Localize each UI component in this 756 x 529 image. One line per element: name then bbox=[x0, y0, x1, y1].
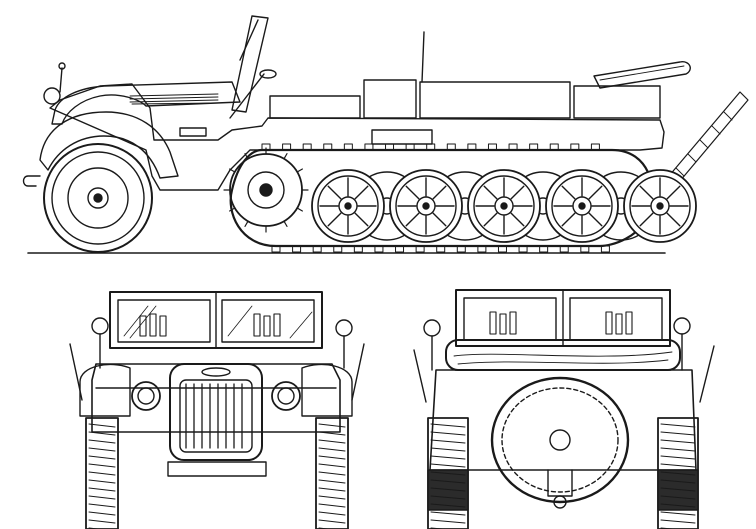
track-link bbox=[343, 143, 353, 151]
track-link bbox=[385, 143, 395, 151]
maker-badge bbox=[201, 367, 231, 377]
folded-canvas-top bbox=[593, 61, 691, 89]
canvas-folds bbox=[453, 351, 673, 365]
track-link bbox=[590, 143, 600, 151]
radiator-grille bbox=[169, 363, 263, 461]
track-link bbox=[426, 143, 436, 151]
rear-body bbox=[429, 369, 697, 471]
front-fender-right bbox=[301, 363, 353, 417]
track-link bbox=[312, 245, 322, 253]
front-windscreen-pane-right bbox=[221, 299, 315, 343]
side-view bbox=[22, 15, 749, 254]
front-marker-pole-right bbox=[351, 343, 365, 401]
rear-seat-backs bbox=[489, 311, 633, 335]
track-link bbox=[436, 245, 446, 253]
side-headlight bbox=[43, 87, 61, 105]
rear-view bbox=[413, 289, 715, 529]
front-headlight-right bbox=[271, 381, 301, 411]
front-wheel bbox=[43, 143, 153, 253]
spare-wheel-hub bbox=[549, 429, 571, 451]
front-windscreen-pane-left bbox=[117, 299, 211, 343]
front-view bbox=[69, 291, 365, 529]
seat-backs bbox=[139, 313, 281, 337]
track-link bbox=[570, 143, 580, 151]
road-wheel bbox=[545, 169, 619, 243]
front-tire-left bbox=[85, 417, 119, 529]
front-fender-left bbox=[79, 363, 131, 417]
track-link bbox=[518, 245, 528, 253]
track-link bbox=[600, 245, 610, 253]
track-link bbox=[467, 143, 477, 151]
front-marker-pole-left bbox=[69, 343, 83, 401]
road-wheels bbox=[311, 169, 697, 243]
track-link bbox=[333, 245, 343, 253]
steering-wheel bbox=[259, 69, 277, 79]
side-vent bbox=[179, 127, 207, 137]
track-link bbox=[282, 143, 292, 151]
track-link bbox=[415, 245, 425, 253]
track-link bbox=[497, 245, 507, 253]
front-side-lamp-right bbox=[335, 319, 353, 337]
track-link bbox=[559, 245, 569, 253]
marker-pole-tip bbox=[58, 62, 66, 70]
folded-windscreen bbox=[231, 15, 269, 113]
track-link bbox=[271, 245, 281, 253]
rear-marker-pole-left bbox=[413, 349, 427, 403]
road-wheel bbox=[467, 169, 541, 243]
road-wheel bbox=[623, 169, 697, 243]
drive-sprocket bbox=[223, 147, 309, 233]
front-body bbox=[91, 363, 341, 433]
track-link bbox=[292, 245, 302, 253]
hull-body bbox=[49, 83, 665, 191]
road-wheel bbox=[311, 169, 385, 243]
road-wheel bbox=[389, 169, 463, 243]
rear-bench bbox=[573, 85, 661, 119]
tool-box bbox=[371, 129, 433, 145]
rear-marker-pole-right bbox=[699, 345, 715, 403]
spare-wheel bbox=[490, 376, 630, 504]
track-link bbox=[302, 143, 312, 151]
front-fender bbox=[39, 111, 179, 179]
seat-box-front bbox=[269, 95, 361, 119]
track-link bbox=[549, 143, 559, 151]
rear-lamp-left bbox=[423, 319, 441, 337]
marker-pole bbox=[59, 67, 63, 93]
windscreen-strut bbox=[239, 19, 259, 61]
steering-column bbox=[229, 73, 265, 119]
track-link bbox=[405, 143, 415, 151]
windscreen-glare bbox=[123, 305, 313, 339]
front-headlight-left bbox=[131, 381, 161, 411]
stowage-box bbox=[419, 81, 571, 119]
track-link bbox=[364, 143, 374, 151]
track-link bbox=[374, 245, 384, 253]
seat-box-rear bbox=[363, 79, 417, 119]
track-links bbox=[261, 143, 610, 253]
track-link bbox=[539, 245, 549, 253]
rear-track-right bbox=[657, 417, 699, 529]
track-link bbox=[487, 143, 497, 151]
track-link bbox=[353, 245, 363, 253]
front-bumper-bar bbox=[167, 461, 267, 477]
track-link bbox=[323, 143, 333, 151]
front-tire-right bbox=[315, 417, 349, 529]
rear-track-left bbox=[427, 417, 469, 529]
hood-louvres bbox=[129, 93, 219, 105]
track-link bbox=[446, 143, 456, 151]
track-link bbox=[580, 245, 590, 253]
track-link bbox=[395, 245, 405, 253]
track-link bbox=[508, 143, 518, 151]
rear-lamp-right bbox=[673, 317, 691, 335]
front-side-lamp-left bbox=[91, 317, 109, 335]
track-link bbox=[477, 245, 487, 253]
track-link bbox=[529, 143, 539, 151]
engine-hood bbox=[51, 81, 241, 125]
grille-bars bbox=[185, 383, 243, 449]
antenna-mast bbox=[421, 31, 425, 83]
track-link bbox=[456, 245, 466, 253]
front-bumper bbox=[22, 175, 41, 187]
